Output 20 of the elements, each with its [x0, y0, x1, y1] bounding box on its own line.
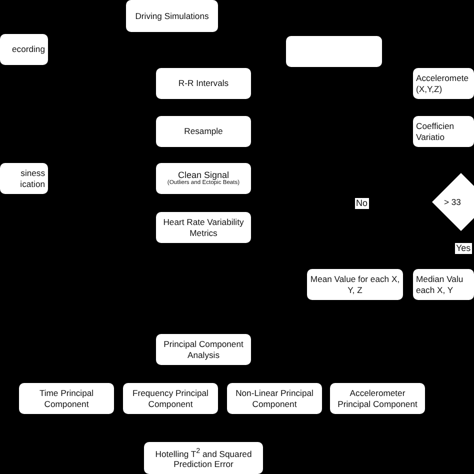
process-box: Accelerometer Principal Component — [330, 383, 425, 414]
process-box: Acceleromete (X,Y,Z) — [413, 68, 474, 99]
process-box: Mean Value for each X, Y, Z — [307, 269, 403, 300]
process-box: Heart Rate Variability Metrics — [156, 212, 251, 243]
process-box: ecording — [0, 34, 48, 65]
label-text: Yes — [455, 243, 472, 254]
process-box: Median Valu each X, Y — [413, 269, 474, 300]
process-box: siness ication — [0, 163, 48, 194]
process-box: Driving Simulations — [126, 0, 218, 32]
process-box: Hotelling T$^{2}$ and Squared Prediction Error — [144, 442, 263, 474]
process-box: Time Principal Component — [19, 383, 114, 414]
process-box: Frequency Principal Component — [123, 383, 218, 414]
process-box — [286, 36, 382, 67]
label-text: No — [355, 198, 369, 209]
process-box: Principal Component Analysis — [156, 334, 251, 365]
decision-diamond: > 33 — [432, 172, 474, 232]
process-box: Coefficien Variatio — [413, 116, 474, 147]
process-box: Resample — [156, 116, 251, 147]
process-box: R-R Intervals — [156, 68, 251, 99]
process-box: Non-Linear Principal Component — [227, 383, 322, 414]
